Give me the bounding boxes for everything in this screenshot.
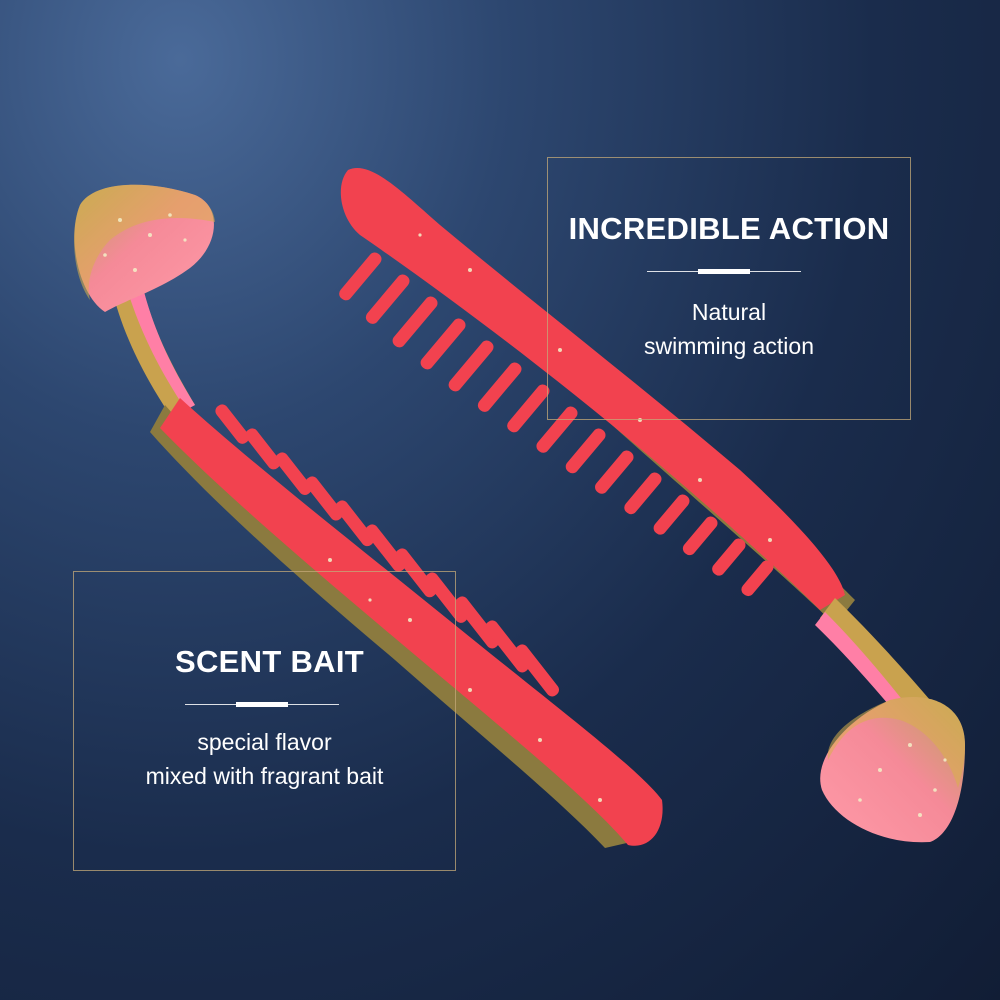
incredible-action-panel: INCREDIBLE ACTION Natural swimming actio… xyxy=(547,157,911,420)
right-lure-ribs xyxy=(339,252,774,597)
incredible-action-line-1: Natural xyxy=(691,299,767,325)
incredible-action-title: INCREDIBLE ACTION xyxy=(568,211,890,246)
incredible-action-divider xyxy=(647,269,801,274)
incredible-action-description: Natural swimming action xyxy=(548,295,910,363)
left-lure-ribs xyxy=(215,404,559,697)
right-lure xyxy=(339,168,965,843)
incredible-action-line-2: swimming action xyxy=(644,333,814,359)
scent-bait-line-1: special flavor xyxy=(197,729,332,755)
scent-bait-title: SCENT BAIT xyxy=(175,644,364,679)
scent-bait-line-2: mixed with fragrant bait xyxy=(145,763,384,789)
scent-bait-panel: SCENT BAIT special flavor mixed with fra… xyxy=(73,571,456,871)
scent-bait-divider xyxy=(185,702,339,707)
left-lure xyxy=(74,184,663,848)
scent-bait-description: special flavor mixed with fragrant bait xyxy=(74,725,455,793)
